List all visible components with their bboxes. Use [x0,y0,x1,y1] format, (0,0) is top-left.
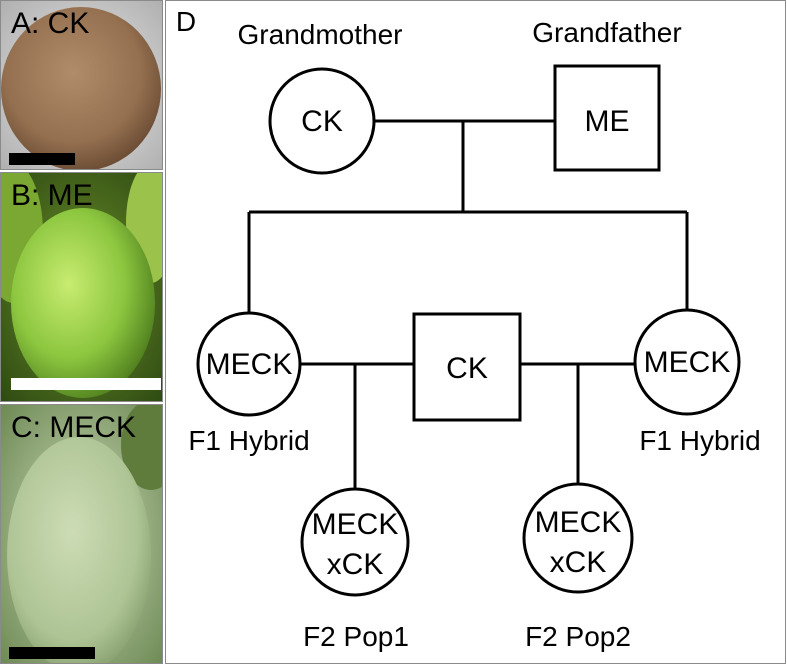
right-f1-symbol-text: MECK [644,346,731,379]
green-fruit-image [1,173,162,401]
pop2-circle [522,482,634,594]
pop2-symbol-line1: MECK [535,506,622,539]
scale-bar-b [11,378,161,390]
middle-parent-symbol-text: CK [446,352,488,385]
photo-panel-c-meck: C: MECK [0,404,163,664]
pedigree-diagram: D Grandmother Grandfather CK ME MECK CK … [165,0,786,664]
photo-panel-b-me: B: ME [0,172,163,402]
grandmother-label: Grandmother [238,19,403,50]
grandmother-symbol-text: CK [301,105,343,138]
panel-a-label: A: CK [11,7,90,40]
kiwi-fruit-image [1,1,162,169]
scale-bar-c [9,647,95,659]
pop1-circle [300,487,410,597]
right-f1-circle [633,308,741,416]
left-f1-circle [196,311,302,417]
middle-parent-square [412,312,522,422]
left-f1-symbol-text: MECK [206,348,293,381]
pop1-symbol-line1: MECK [312,508,399,541]
panel-b-label: B: ME [11,179,93,212]
pop1-caption: F2 Pop1 [303,621,409,652]
panel-c-label: C: MECK [11,411,137,444]
meck-fruit-image [1,405,162,663]
photo-panel-a-ck: A: CK [0,0,163,170]
scale-bar-a [9,153,75,165]
grandmother-circle [268,67,376,175]
panel-d-label: D [176,6,196,37]
right-f1-caption: F1 Hybrid [639,425,760,456]
grandfather-square [553,64,661,172]
left-f1-caption: F1 Hybrid [188,425,309,456]
pedigree-lines [247,119,689,490]
grandfather-label: Grandfather [532,17,681,48]
grandfather-symbol-text: ME [585,105,630,138]
pop2-symbol-line2: xCK [550,546,607,579]
pop1-symbol-line2: xCK [327,548,384,581]
pop2-caption: F2 Pop2 [525,621,631,652]
